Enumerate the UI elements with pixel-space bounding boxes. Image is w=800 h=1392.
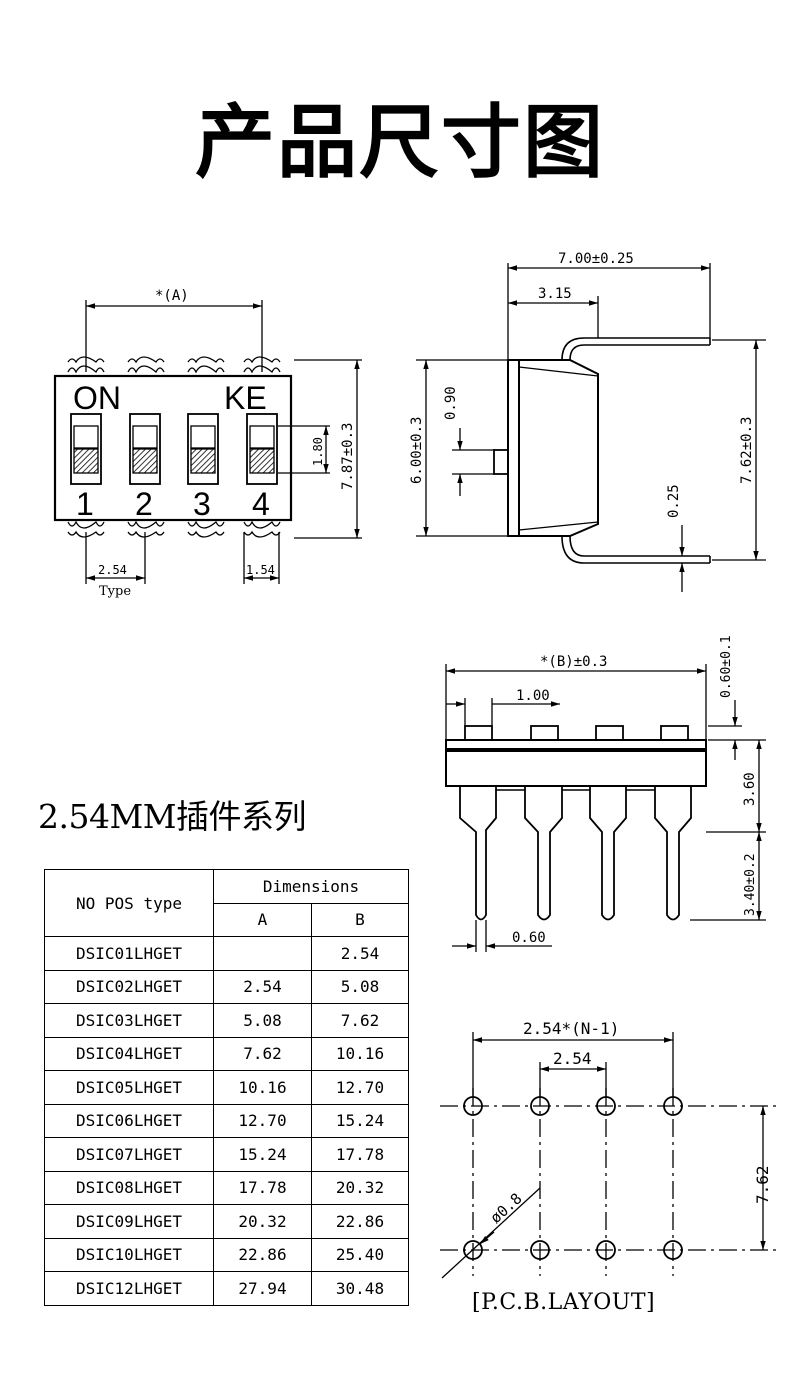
side-view — [416, 263, 766, 592]
switch-actuator-2 — [132, 448, 158, 474]
side-view-text: 7.00±0.25 3.15 6.00±0.3 0.90 7.62±0.3 0.… — [409, 251, 755, 518]
table-cell: DSIC10LHGET — [44, 1237, 214, 1272]
top-view — [53, 300, 362, 584]
dim-a-label: *(A) — [155, 288, 189, 304]
switch-actuator-4 — [249, 448, 275, 474]
switch-number-4: 4 — [252, 486, 270, 522]
table-cell: 20.32 — [311, 1170, 409, 1205]
table-cell: DSIC07LHGET — [44, 1137, 214, 1172]
dim-slider-label: 1.80 — [311, 437, 325, 466]
table-cell: DSIC08LHGET — [44, 1170, 214, 1205]
dim-pitch-label: 2.54 — [98, 563, 127, 577]
dim-offset-label: 3.15 — [538, 286, 572, 302]
pcb-layout-text: 2.54*(N-1) 2.54 7.62 ø0.8 — [487, 1019, 772, 1227]
header-col0: NO POS type — [44, 869, 214, 937]
brand-label: KE — [224, 380, 267, 416]
table-cell: 25.40 — [311, 1237, 409, 1272]
on-label: ON — [73, 380, 121, 416]
table-cell: 22.86 — [213, 1237, 312, 1272]
table-cell: 22.86 — [311, 1204, 409, 1239]
switch-number-2: 2 — [135, 486, 153, 522]
dim-pcb-pitch-label: 2.54 — [553, 1049, 592, 1068]
table-cell: 10.16 — [213, 1070, 312, 1105]
dim-actuator-width-label: 1.00 — [516, 688, 550, 704]
table-cell: 17.78 — [311, 1137, 409, 1172]
table-cell: DSIC12LHGET — [44, 1271, 214, 1306]
series-title: 2.54MM插件系列 — [38, 797, 307, 836]
table-cell: 15.24 — [311, 1103, 409, 1138]
header-group: Dimensions — [213, 869, 409, 904]
table-cell: 10.16 — [311, 1036, 409, 1071]
dim-hole-label: ø0.8 — [487, 1189, 526, 1227]
switch-number-1: 1 — [76, 486, 94, 522]
dim-pin-length-label: 3.40±0.2 — [743, 853, 758, 916]
dim-span-label: 2.54*(N-1) — [523, 1019, 619, 1038]
front-view-text: *(B)±0.3 0.60±0.1 1.00 3.60 3.40±0.2 0.6… — [512, 635, 758, 946]
table-cell: 2.54 — [311, 936, 409, 971]
pitch-caption: Type — [99, 584, 131, 599]
front-view — [445, 664, 766, 952]
page-title: 产品尺寸图 — [195, 96, 605, 189]
table-row: DSIC01LHGET 2.54 — [44, 936, 409, 971]
dim-b-label: *(B)±0.3 — [540, 654, 607, 670]
table-cell — [213, 936, 312, 971]
table-cell: 20.32 — [213, 1204, 312, 1239]
dim-width-label: 7.00±0.25 — [558, 251, 634, 267]
dim-row-spacing-label: 7.62±0.3 — [739, 417, 755, 484]
table-cell: 27.94 — [213, 1271, 312, 1306]
pcb-layout-label: [P.C.B.LAYOUT] — [472, 1290, 656, 1315]
table-cell: 5.08 — [311, 969, 409, 1004]
table-cell: 7.62 — [213, 1036, 312, 1071]
dim-pcb-row-label: 7.62 — [753, 1165, 772, 1204]
table-cell: DSIC01LHGET — [44, 936, 214, 971]
header-b: B — [311, 902, 409, 937]
table-subheader-row: A B — [45, 902, 409, 937]
table-cell: 7.62 — [311, 1003, 409, 1038]
table-cell: DSIC02LHGET — [44, 969, 214, 1004]
table-cell: 30.48 — [311, 1271, 409, 1306]
switch-actuator-1 — [73, 448, 99, 474]
table-cell: DSIC06LHGET — [44, 1103, 214, 1138]
dim-height-label: 7.87±0.3 — [340, 423, 356, 490]
pcb-layout — [440, 1032, 780, 1279]
header-a: A — [213, 902, 312, 937]
table-cell: DSIC05LHGET — [44, 1070, 214, 1105]
table-cell: 5.08 — [213, 1003, 312, 1038]
table-header-row: NO POS type Dimensions — [44, 869, 409, 937]
table-cell: 12.70 — [311, 1070, 409, 1105]
dim-front-body-label: 3.60 — [742, 772, 758, 806]
table-cell: DSIC04LHGET — [44, 1036, 214, 1071]
dim-actuator-label: 0.90 — [443, 386, 459, 420]
table-cell: 17.78 — [213, 1170, 312, 1205]
dim-pin-width-label: 0.60 — [512, 930, 546, 946]
table-cell: DSIC09LHGET — [44, 1204, 214, 1239]
table-cell: DSIC03LHGET — [44, 1003, 214, 1038]
dim-pin-thickness-label: 0.25 — [666, 484, 682, 518]
table-cell: 15.24 — [213, 1137, 312, 1172]
dim-body-height-label: 6.00±0.3 — [409, 417, 425, 484]
dim-front-offset-label: 0.60±0.1 — [719, 635, 734, 698]
switch-number-3: 3 — [193, 486, 211, 522]
top-view-text: *(A) ON KE 1 2 3 4 7.87±0.3 1.80 2.54 Ty… — [73, 288, 356, 599]
table-cell: 2.54 — [213, 969, 312, 1004]
dim-pad-label: 1.54 — [246, 563, 275, 577]
table-cell: 12.70 — [213, 1103, 312, 1138]
switch-actuator-3 — [190, 448, 216, 474]
